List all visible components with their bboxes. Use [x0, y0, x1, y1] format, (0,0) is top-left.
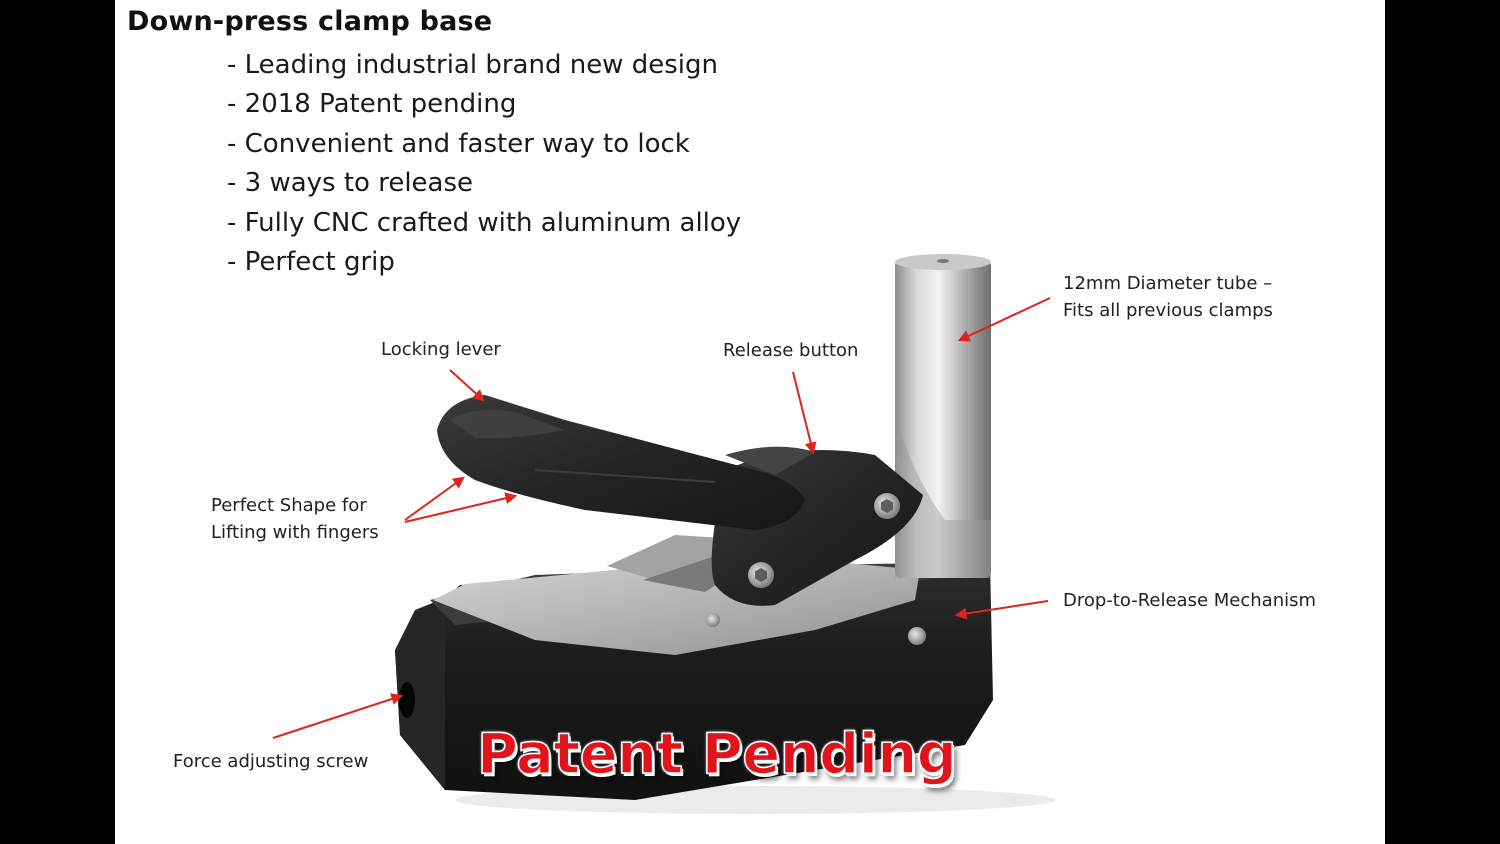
callout-drop-release: Drop-to-Release Mechanism: [1063, 590, 1317, 611]
arrow-tube: [957, 297, 1051, 342]
arrow-shape-1: [404, 476, 465, 521]
feature-item: - 2018 Patent pending: [227, 89, 517, 120]
arrow-force-screw: [272, 693, 404, 739]
feature-item: - 3 ways to release: [227, 168, 474, 199]
callout-tube: 12mm Diameter tube – Fits all previous c…: [1063, 270, 1273, 324]
plate-screw: [706, 613, 720, 627]
callout-tube-line2: Fits all previous clamps: [1063, 300, 1273, 321]
patent-pending-stamp: Patent Pending: [476, 721, 957, 788]
drop-release-pin: [908, 627, 926, 645]
feature-item: - Leading industrial brand new design: [227, 50, 718, 80]
callout-shape-line1: Perfect Shape for: [211, 495, 367, 516]
callout-tube-line1: 12mm Diameter tube –: [1063, 273, 1273, 294]
feature-item: - Convenient and faster way to lock: [227, 128, 690, 159]
arrow-drop-release: [954, 600, 1049, 620]
callout-force-screw: Force adjusting screw: [173, 751, 369, 772]
callout-release-button: Release button: [723, 340, 859, 361]
vertical-tube: [895, 254, 991, 578]
force-screw-hole: [399, 682, 415, 718]
callout-locking-lever: Locking lever: [381, 339, 501, 360]
callout-shape-line2: Lifting with fingers: [211, 522, 379, 543]
arrow-locking-lever: [449, 369, 485, 402]
slide: Down-press clamp base - Leading industri…: [115, 0, 1385, 844]
feature-item: - Fully CNC crafted with aluminum alloy: [227, 207, 742, 238]
feature-item: - Perfect grip: [227, 246, 395, 277]
feature-list: - Leading industrial brand new design - …: [227, 46, 741, 282]
slide-title: Down-press clamp base: [127, 6, 493, 37]
arrow-release-button: [792, 371, 817, 455]
arrow-shape-2: [404, 492, 518, 523]
locking-lever: [437, 395, 805, 530]
clamp-illustration: [272, 254, 1055, 814]
callout-perfect-shape: Perfect Shape for Lifting with fingers: [211, 492, 379, 546]
